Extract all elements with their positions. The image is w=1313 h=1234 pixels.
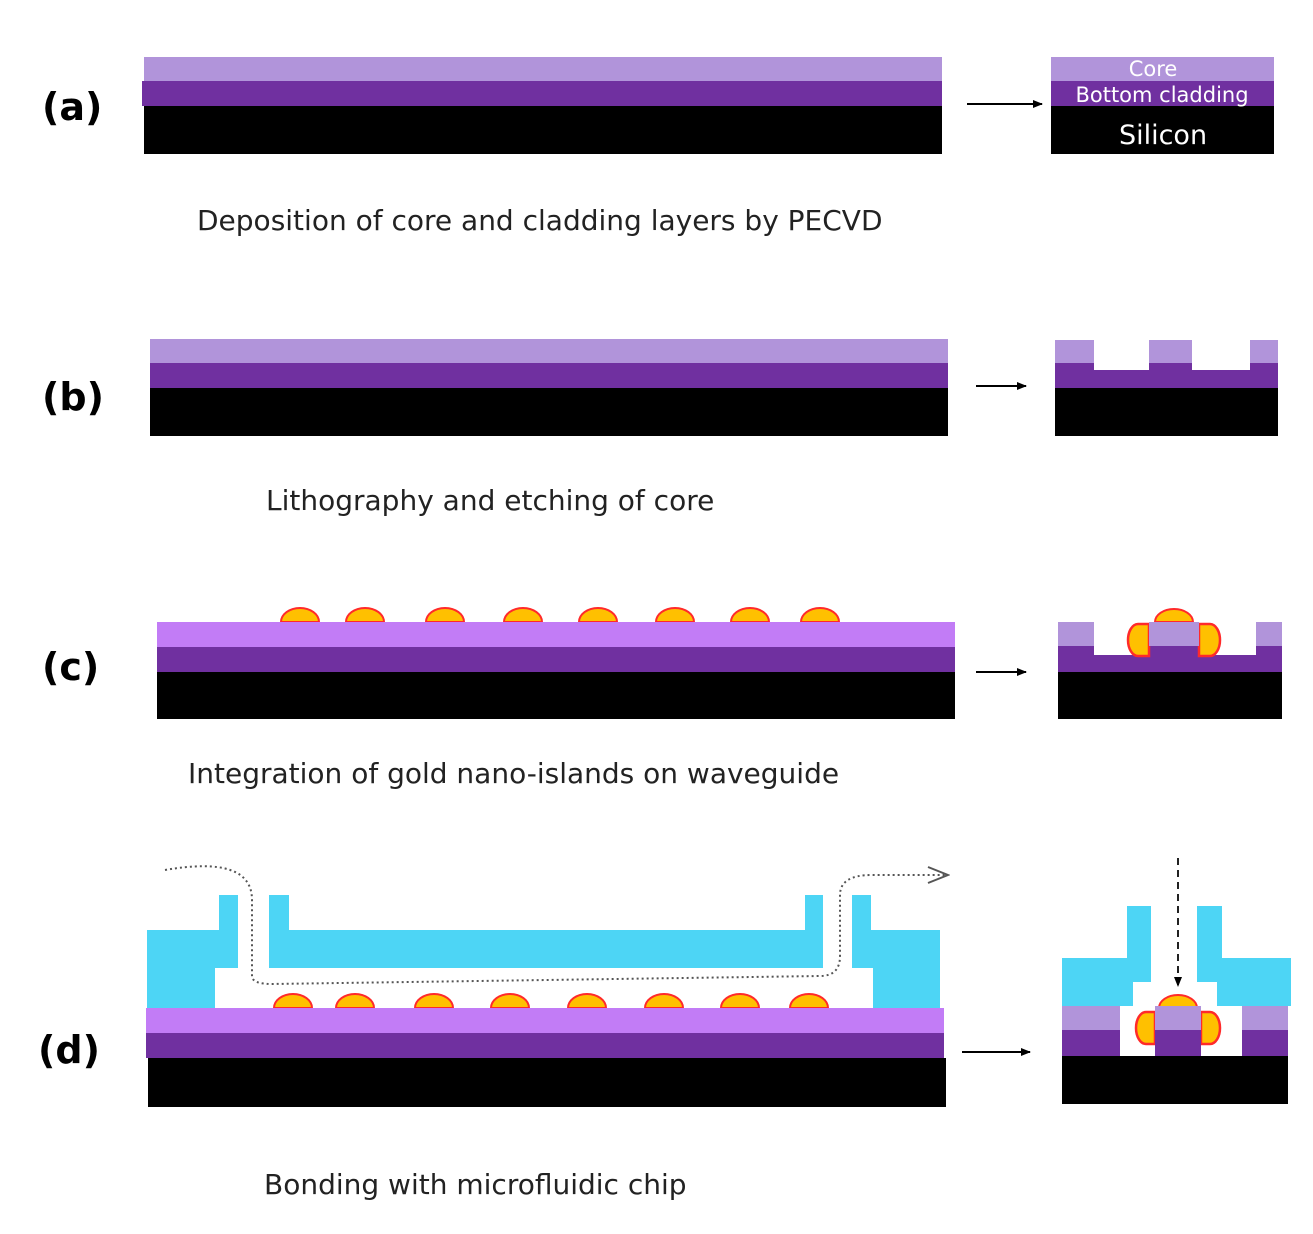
step-d-caption: Bonding with microfluidic chip: [264, 1168, 687, 1201]
bottom-cladding-right: [1242, 1030, 1288, 1056]
cross-section-a: Core Bottom cladding Silicon: [1051, 57, 1274, 154]
core-ridge-right: [1256, 622, 1282, 646]
gold-nano-island: [799, 607, 841, 623]
bottom-cladding-layer: [150, 363, 948, 388]
wafer-stack-b: [150, 339, 948, 436]
microfluidic-wall-left: [147, 895, 238, 1008]
microfluidic-wall-right: [1197, 906, 1291, 1006]
bottom-cladding-left: [1062, 1030, 1120, 1056]
core-ridge-center: [1155, 1006, 1201, 1030]
bottom-cladding-layer: [157, 647, 955, 672]
step-c-caption: Integration of gold nano-islands on wave…: [188, 757, 839, 790]
microfluidic-channel-roof: [269, 895, 823, 968]
microfluidic-chip: [147, 895, 940, 1008]
core-ridge-right: [1242, 1006, 1288, 1030]
bottom-cladding-layer: [1058, 646, 1282, 672]
silicon-substrate: [144, 106, 942, 154]
gold-nano-island: [654, 607, 696, 623]
gold-nano-island-side: [1126, 622, 1151, 658]
bottom-cladding-layer: [1055, 363, 1278, 388]
gold-nano-island: [489, 993, 531, 1009]
step-c-label: (c): [42, 645, 99, 689]
bottom-cladding-layer: [142, 81, 942, 106]
gold-nano-island: [413, 993, 455, 1009]
bonded-device-d: [146, 865, 948, 1107]
core-ridge-right: [1250, 340, 1278, 363]
core-ridge-center: [1149, 340, 1192, 363]
bottom-cladding-layer: [146, 1033, 944, 1058]
silicon-substrate: [150, 388, 948, 436]
step-b-label: (b): [42, 375, 104, 419]
step-a: (a) Core Bottom cladding Silicon Deposit…: [42, 57, 1274, 237]
gold-nano-island: [344, 607, 386, 623]
bottom-cladding-label: Bottom cladding: [1075, 83, 1248, 107]
wafer-stack-a: [142, 57, 942, 154]
step-a-caption: Deposition of core and cladding layers b…: [197, 204, 883, 237]
core-ridge-left: [1062, 1006, 1120, 1030]
silicon-substrate: [1058, 672, 1282, 719]
core-ridge-left: [1058, 622, 1094, 646]
core-layer: [144, 57, 942, 81]
silicon-substrate: [148, 1058, 946, 1107]
gold-nano-island-top: [1157, 994, 1199, 1009]
core-layer: [146, 1008, 944, 1033]
core-layer: [150, 339, 948, 363]
gold-nano-island: [502, 607, 544, 623]
wafer-stack-c: [157, 607, 955, 719]
core-layer: [157, 622, 955, 647]
silicon-substrate: [157, 672, 955, 719]
cross-section-d: [1062, 858, 1291, 1104]
cross-section-c: [1058, 608, 1282, 719]
gold-nano-island: [279, 607, 321, 623]
gold-nano-island: [424, 607, 466, 623]
silicon-substrate: [1055, 388, 1278, 436]
silicon-substrate: [1062, 1056, 1288, 1104]
gold-nano-island: [643, 993, 685, 1009]
gold-nano-island-side: [1197, 622, 1222, 658]
step-b: (b) Lithography and etching of core: [42, 339, 1278, 517]
gold-nano-island-top: [1153, 608, 1195, 623]
gold-nano-island: [729, 607, 771, 623]
core-layer: [1051, 57, 1274, 81]
gold-nano-island: [334, 993, 376, 1009]
gold-nano-island: [566, 993, 608, 1009]
gold-nano-island: [272, 993, 314, 1009]
bottom-cladding-layer: [1051, 81, 1274, 106]
bottom-cladding-center: [1155, 1030, 1201, 1056]
core-ridge-left: [1055, 340, 1094, 363]
gold-nano-island-side: [1134, 1010, 1157, 1046]
gold-nano-island: [788, 993, 830, 1009]
gold-nano-islands: [279, 607, 841, 623]
gold-nano-islands: [272, 993, 830, 1009]
gold-nano-island-side: [1199, 1010, 1222, 1046]
core-ridge-center: [1149, 622, 1199, 646]
step-a-label: (a): [42, 85, 102, 129]
step-d: (d): [38, 858, 1291, 1201]
fluid-flow-path: [164, 865, 948, 986]
step-c: (c) Inte: [42, 607, 1282, 790]
gold-nano-island: [719, 993, 761, 1009]
gold-nano-island: [577, 607, 619, 623]
silicon-label: Silicon: [1119, 120, 1207, 151]
step-b-caption: Lithography and etching of core: [266, 484, 714, 517]
core-layer-label: Core: [1129, 57, 1178, 81]
silicon-substrate: [1051, 106, 1274, 154]
microfluidic-wall-right: [852, 895, 940, 1008]
step-d-label: (d): [38, 1028, 100, 1072]
cross-section-b: [1055, 340, 1278, 436]
microfluidic-wall-left: [1062, 906, 1151, 1006]
